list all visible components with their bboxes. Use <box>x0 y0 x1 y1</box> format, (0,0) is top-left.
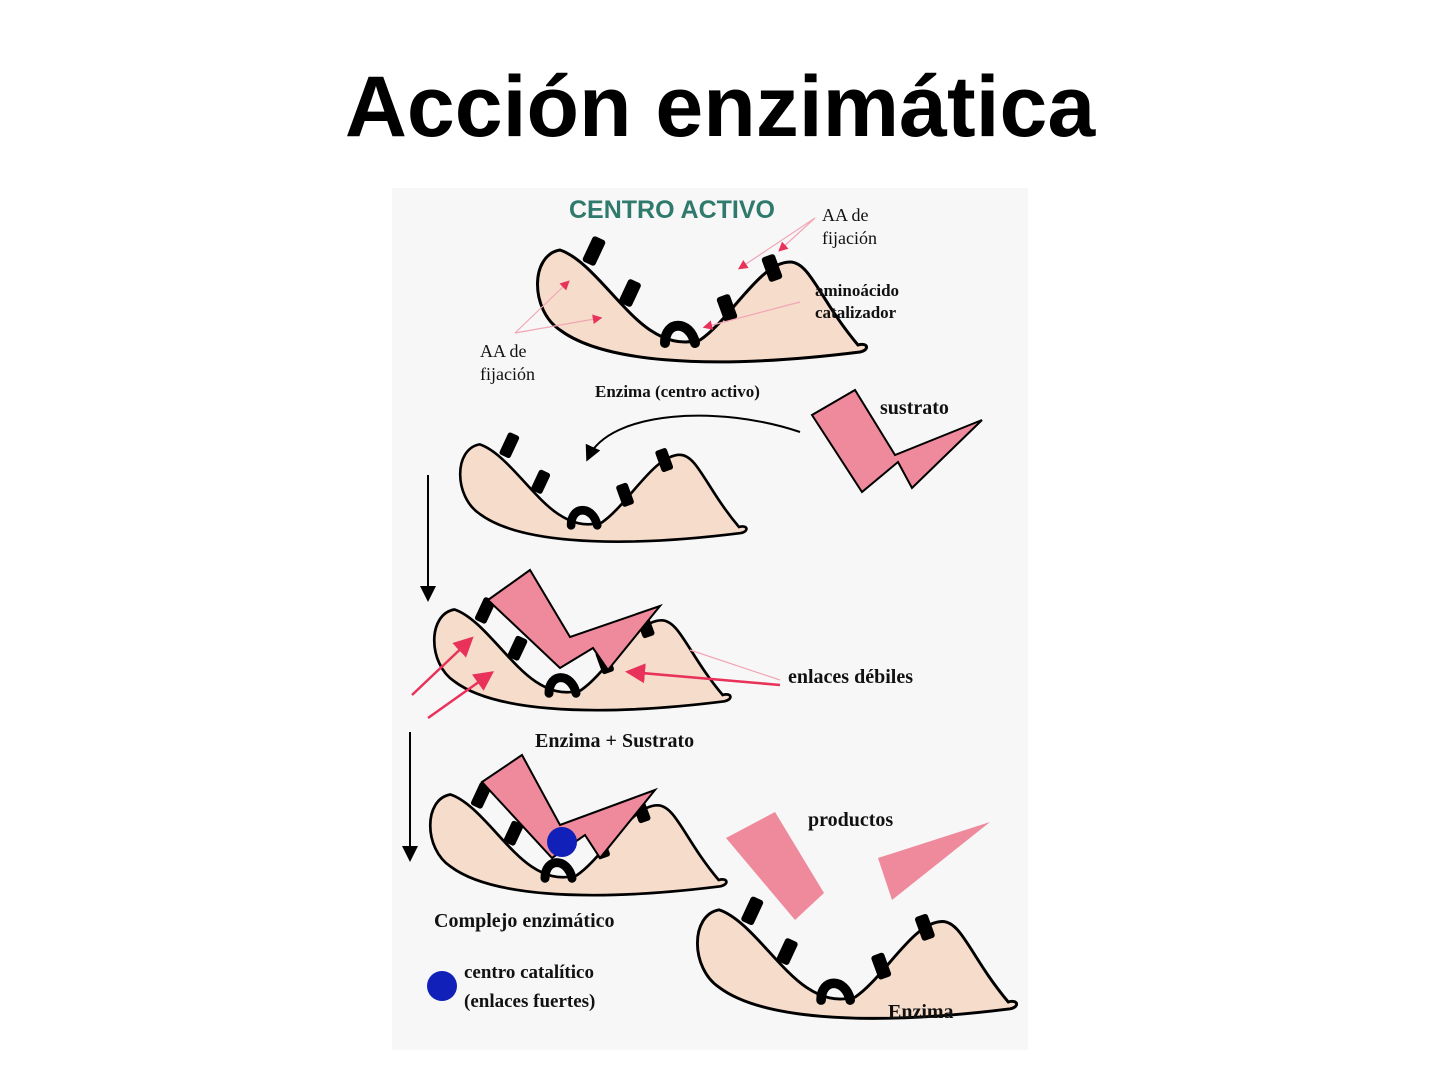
label-complejo: Complejo enzimático <box>434 910 615 932</box>
catalytic-center <box>547 827 577 857</box>
enzyme-before <box>460 432 746 542</box>
label-sustrato: sustrato <box>880 397 949 419</box>
enzyme-released <box>697 896 1016 1019</box>
product-1 <box>726 812 824 920</box>
product-2 <box>878 822 990 900</box>
legend-enlaces-fuertes: (enlaces fuertes) <box>464 991 595 1012</box>
centro-activo-header: CENTRO ACTIVO <box>569 196 775 224</box>
label-aminoacido: aminoácido <box>815 281 899 300</box>
label-enlaces-debiles: enlaces débiles <box>788 666 913 688</box>
bound-substrate <box>486 568 663 672</box>
label-catalizador: catalizador <box>815 303 897 322</box>
label-aa-fijacion-top-2: fijación <box>822 228 877 248</box>
slide-title: Acción enzimática <box>344 59 1096 155</box>
label-aa-fijacion-top: AA de <box>822 205 869 225</box>
legend-centro-catalitico: centro catalítico <box>464 962 594 983</box>
substrate-shape <box>810 388 983 494</box>
label-enzima-centro: Enzima (centro activo) <box>595 382 760 401</box>
label-aa-fijacion-left: AA de <box>480 341 527 361</box>
label-enzima: Enzima <box>888 1001 954 1023</box>
binding-arrow <box>585 414 801 462</box>
legend-catalytic-dot <box>427 971 457 1001</box>
label-aa-fijacion-left-2: fijación <box>480 364 535 384</box>
label-enzima-sustrato: Enzima + Sustrato <box>535 730 694 752</box>
label-productos: productos <box>808 809 893 831</box>
